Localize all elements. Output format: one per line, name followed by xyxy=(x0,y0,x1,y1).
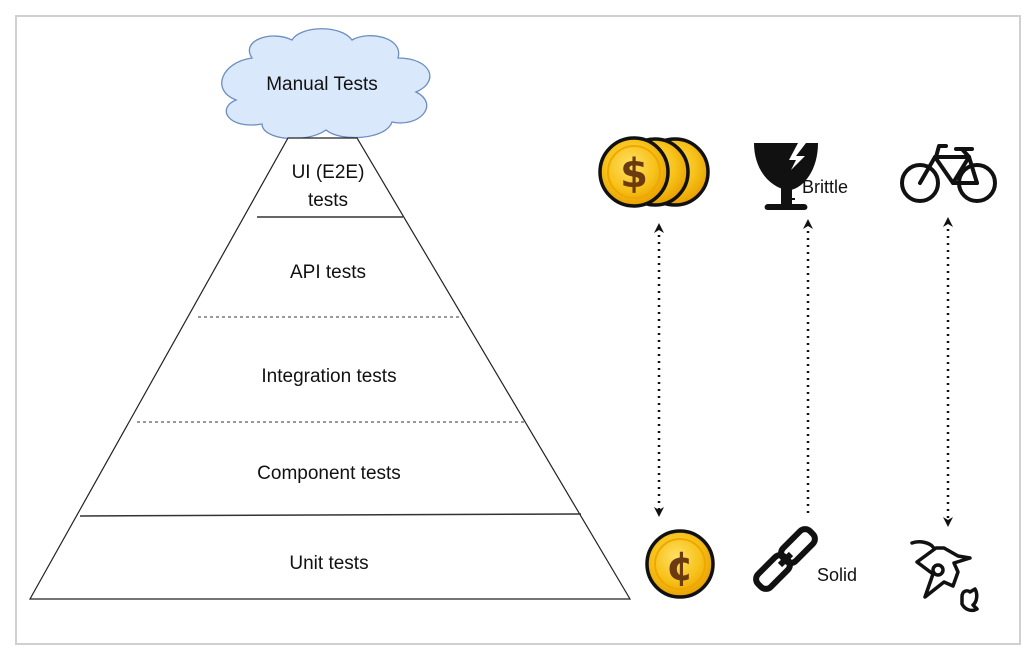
layer-api-label: API tests xyxy=(290,262,366,283)
layer-integration-label: Integration tests xyxy=(261,366,396,387)
pyramid: UI (E2E) tests API tests Integration tes… xyxy=(28,137,632,600)
layer-ui-label-line2: tests xyxy=(308,190,348,211)
speed-dimension xyxy=(900,144,997,613)
solid-label: Solid xyxy=(817,565,857,585)
svg-text:¢: ¢ xyxy=(666,544,694,590)
layer-component-label: Component tests xyxy=(257,463,401,484)
cost-dimension: $ ¢ xyxy=(598,136,715,599)
rocket-icon xyxy=(910,540,979,613)
layer-ui-label-line1: UI (E2E) xyxy=(292,162,365,183)
layer-unit-label: Unit tests xyxy=(289,553,368,574)
cloud-shape xyxy=(221,28,431,140)
chain-link-icon xyxy=(753,526,818,592)
divider-component-unit xyxy=(79,513,582,517)
stability-dimension: Brittle Solid xyxy=(753,143,857,592)
svg-text:$: $ xyxy=(620,151,648,197)
cent-coin-icon: ¢ xyxy=(645,529,715,599)
bicycle-icon xyxy=(900,144,997,203)
brittle-label: Brittle xyxy=(802,177,848,197)
stacked-dollar-coins-icon: $ xyxy=(598,136,710,208)
broken-glass-icon xyxy=(754,143,818,210)
cloud-label: Manual Tests xyxy=(266,74,378,95)
manual-tests-cloud: Manual Tests xyxy=(221,28,431,140)
pyramid-outline xyxy=(28,137,632,600)
